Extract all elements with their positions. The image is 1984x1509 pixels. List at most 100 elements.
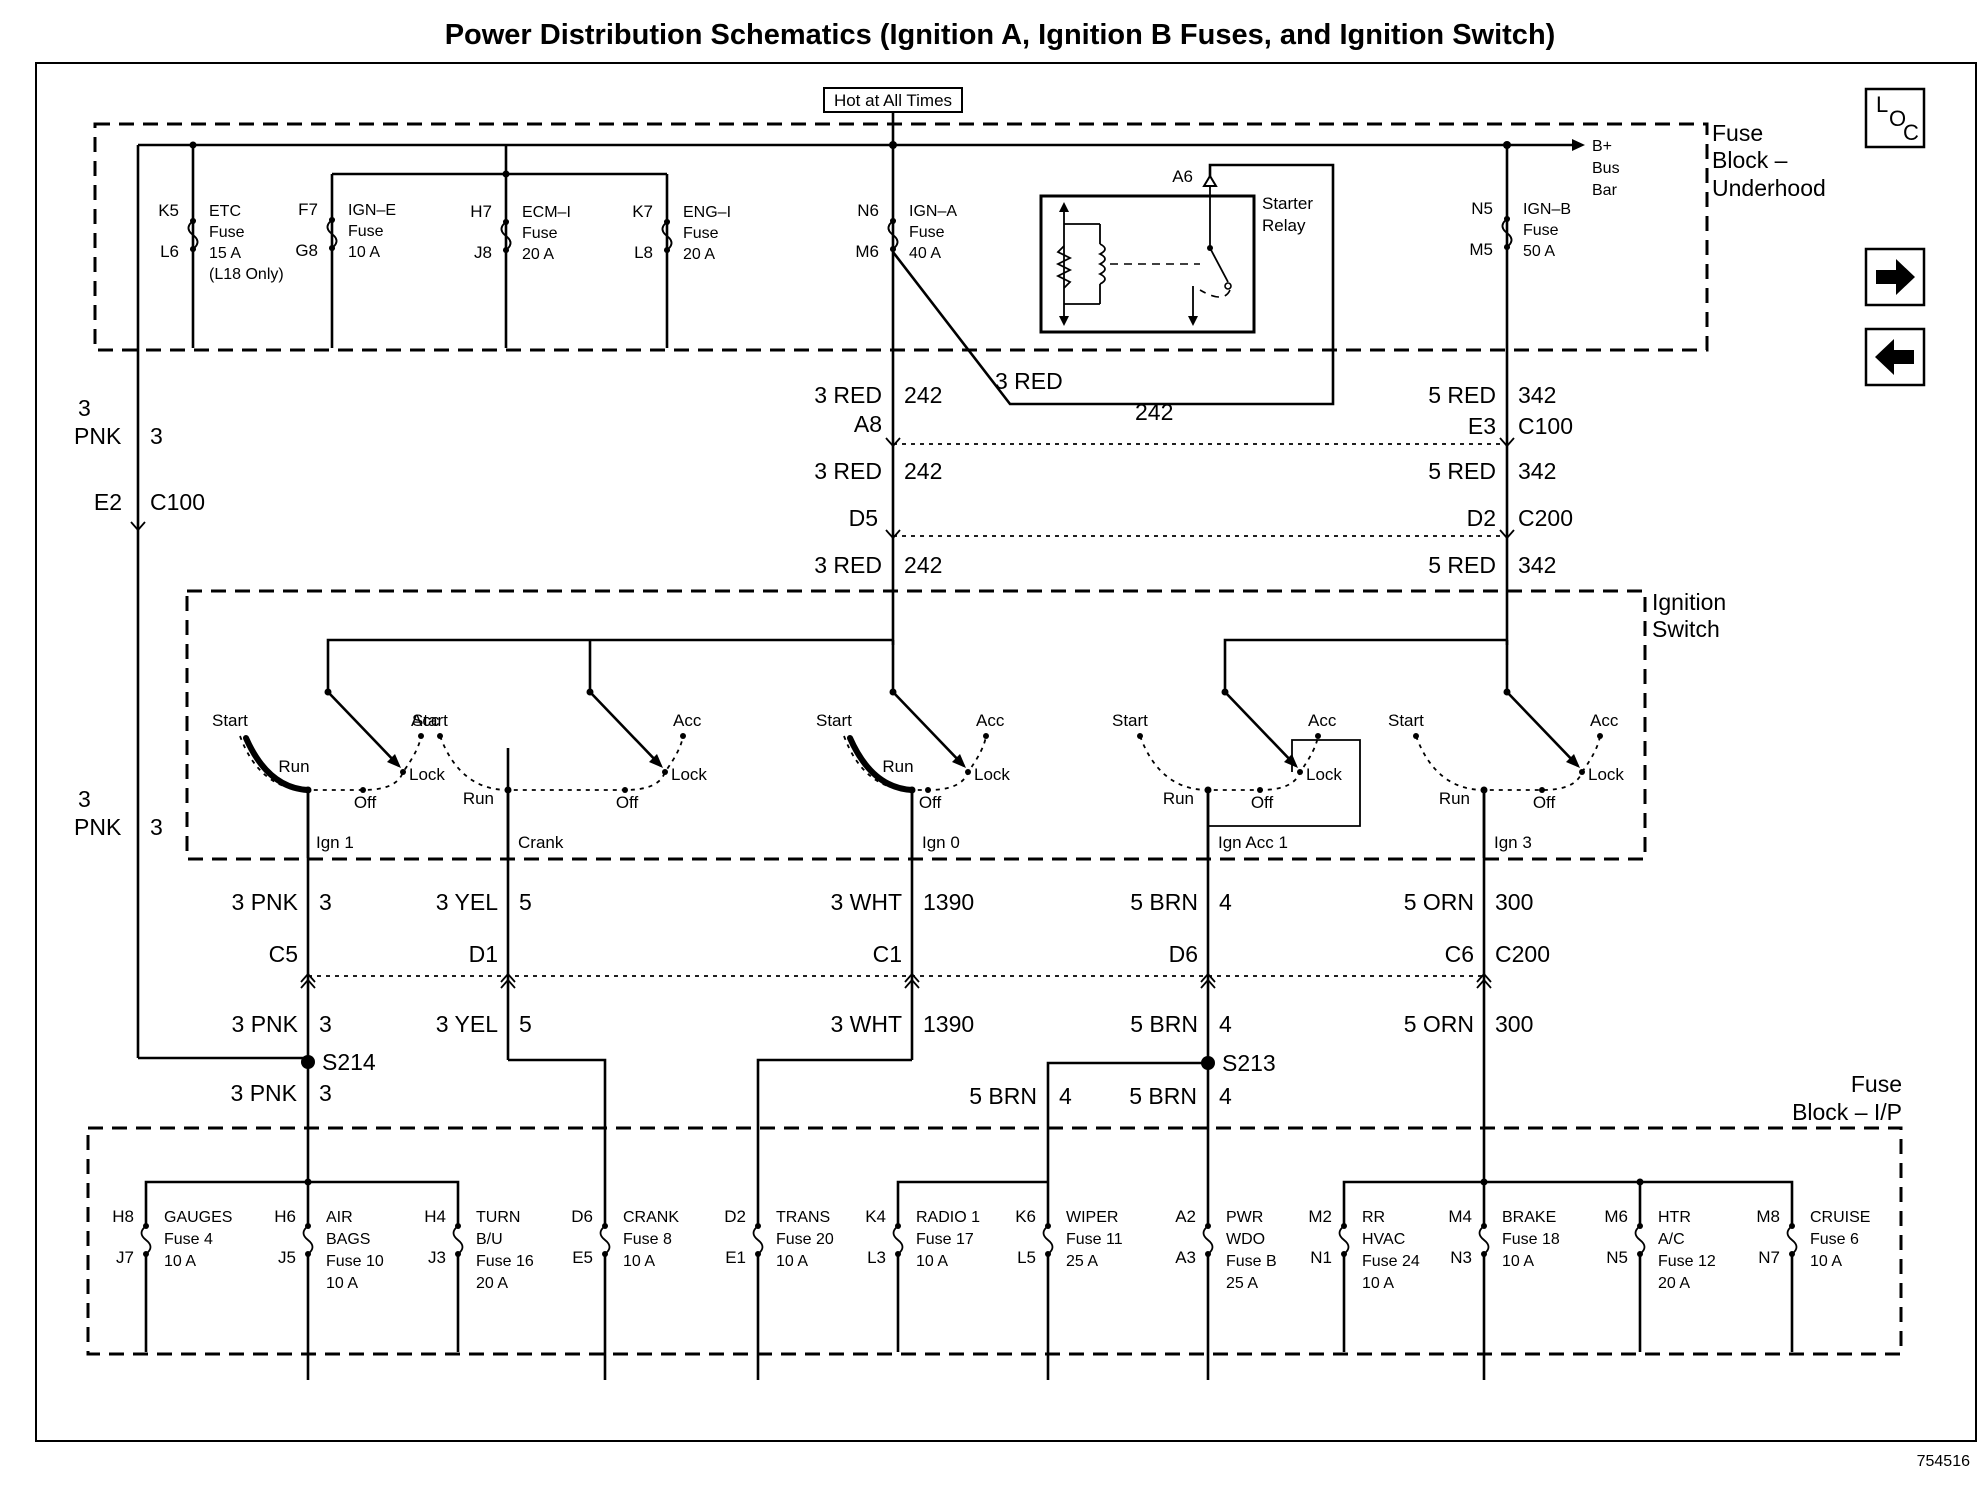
ign-b-out-connector: C100 (1518, 413, 1573, 439)
svg-text:Start: Start (212, 711, 248, 730)
ign-b-out-circuit: 342 (1518, 382, 1556, 408)
pnk-conn-connector: C100 (150, 489, 205, 515)
loc-button[interactable]: L O C (1864, 87, 1926, 149)
svg-text:Start: Start (1388, 711, 1424, 730)
splice-s213-label: S213 (1222, 1050, 1276, 1076)
svg-text:D6: D6 (1169, 941, 1198, 967)
ign-b-low-color: 5 RED (1428, 552, 1496, 578)
fuse-block-ip-label: Fuse Block – I/P (1792, 1071, 1902, 1125)
svg-text:G8: G8 (295, 241, 318, 260)
svg-text:K5: K5 (158, 201, 179, 220)
svg-text:Ign 0: Ign 0 (922, 833, 960, 852)
svg-text:3: 3 (319, 1011, 332, 1037)
svg-text:Run: Run (882, 757, 913, 776)
prev-page-button[interactable] (1864, 327, 1926, 387)
svg-text:B+: B+ (1592, 138, 1612, 155)
svg-text:E5: E5 (572, 1248, 593, 1267)
ign-a-mid-color: 3 RED (814, 458, 882, 484)
svg-text:3 PNK: 3 PNK (232, 1011, 299, 1037)
svg-text:N6: N6 (857, 201, 879, 220)
ign-b-mid-circuit: 342 (1518, 458, 1556, 484)
svg-text:3: 3 (78, 786, 91, 812)
svg-text:TURN: TURN (476, 1209, 520, 1226)
svg-text:N3: N3 (1450, 1248, 1472, 1267)
svg-text:Fuse 16: Fuse 16 (476, 1253, 534, 1270)
ign-a-low-circuit: 242 (904, 552, 942, 578)
svg-text:10 A: 10 A (348, 244, 380, 261)
svg-text:Fuse B: Fuse B (1226, 1253, 1277, 1270)
splice-s214-label: S214 (322, 1049, 376, 1075)
svg-text:3: 3 (150, 423, 163, 449)
svg-text:Run: Run (278, 757, 309, 776)
svg-text:3 PNK: 3 PNK (232, 889, 299, 915)
hot-at-all-times-label: Hot at All Times (834, 91, 952, 110)
splice-s213 (1201, 1056, 1215, 1070)
svg-text:Fuse 17: Fuse 17 (916, 1231, 974, 1248)
svg-text:WIPER: WIPER (1066, 1209, 1118, 1226)
svg-text:Relay: Relay (1262, 216, 1306, 235)
fuse-block-underhood-label: Fuse Block – Underhood (1712, 120, 1826, 201)
svg-text:5: 5 (519, 1011, 532, 1037)
svg-text:L3: L3 (867, 1248, 886, 1267)
next-page-button[interactable] (1864, 247, 1926, 307)
svg-text:Ignition: Ignition (1652, 589, 1726, 615)
svg-text:BRAKE: BRAKE (1502, 1209, 1556, 1226)
svg-text:RR: RR (1362, 1209, 1385, 1226)
svg-text:E1: E1 (725, 1248, 746, 1267)
svg-text:D2: D2 (724, 1207, 746, 1226)
svg-text:20 A: 20 A (1658, 1275, 1690, 1292)
svg-text:Off: Off (1533, 793, 1556, 812)
fuse-block-ip-outline (86, 1126, 1903, 1356)
document-number: 754516 (1917, 1453, 1970, 1470)
svg-text:ECM–I: ECM–I (522, 204, 571, 221)
svg-text:Fuse 10: Fuse 10 (326, 1253, 384, 1270)
pnk-upper-label: 3 PNK 3 (74, 395, 163, 449)
svg-text:AIR: AIR (326, 1209, 353, 1226)
svg-text:L6: L6 (160, 242, 179, 261)
ign-b-mid-connector: C200 (1518, 505, 1573, 531)
svg-text:Start: Start (1112, 711, 1148, 730)
page-title: Power Distribution Schematics (Ignition … (445, 19, 1556, 51)
ign-a-mid-pin: D5 (849, 505, 878, 531)
ign-a-out-pin: A8 (854, 411, 882, 437)
svg-text:Crank: Crank (518, 833, 564, 852)
svg-text:Ign 1: Ign 1 (316, 833, 354, 852)
svg-text:HTR: HTR (1658, 1209, 1691, 1226)
svg-text:Off: Off (616, 793, 639, 812)
svg-text:ETC: ETC (209, 203, 241, 220)
ign-b-out-pin: E3 (1468, 413, 1496, 439)
arrow-left-icon (1875, 339, 1914, 375)
s213-right-color: 5 BRN (1129, 1083, 1197, 1109)
relay-feed-color: 3 RED (995, 368, 1063, 394)
svg-text:Block – I/P: Block – I/P (1792, 1099, 1902, 1125)
svg-text:M8: M8 (1756, 1207, 1780, 1226)
svg-text:Bus: Bus (1592, 160, 1620, 177)
svg-text:ENG–I: ENG–I (683, 204, 731, 221)
svg-text:3: 3 (319, 889, 332, 915)
ign-b-out-color: 5 RED (1428, 382, 1496, 408)
starter-relay-label: Starter Relay (1262, 194, 1313, 235)
svg-text:A3: A3 (1175, 1248, 1196, 1267)
svg-text:Lock: Lock (974, 765, 1010, 784)
svg-text:Fuse 18: Fuse 18 (1502, 1231, 1560, 1248)
svg-text:5 BRN: 5 BRN (1130, 889, 1198, 915)
svg-text:3 YEL: 3 YEL (436, 1011, 498, 1037)
svg-text:40 A: 40 A (909, 245, 941, 262)
svg-text:1390: 1390 (923, 1011, 974, 1037)
svg-text:Fuse: Fuse (209, 224, 245, 241)
ign-a-out-color: 3 RED (814, 382, 882, 408)
svg-text:Fuse: Fuse (1851, 1071, 1902, 1097)
svg-text:K7: K7 (632, 202, 653, 221)
svg-text:20 A: 20 A (683, 246, 715, 263)
